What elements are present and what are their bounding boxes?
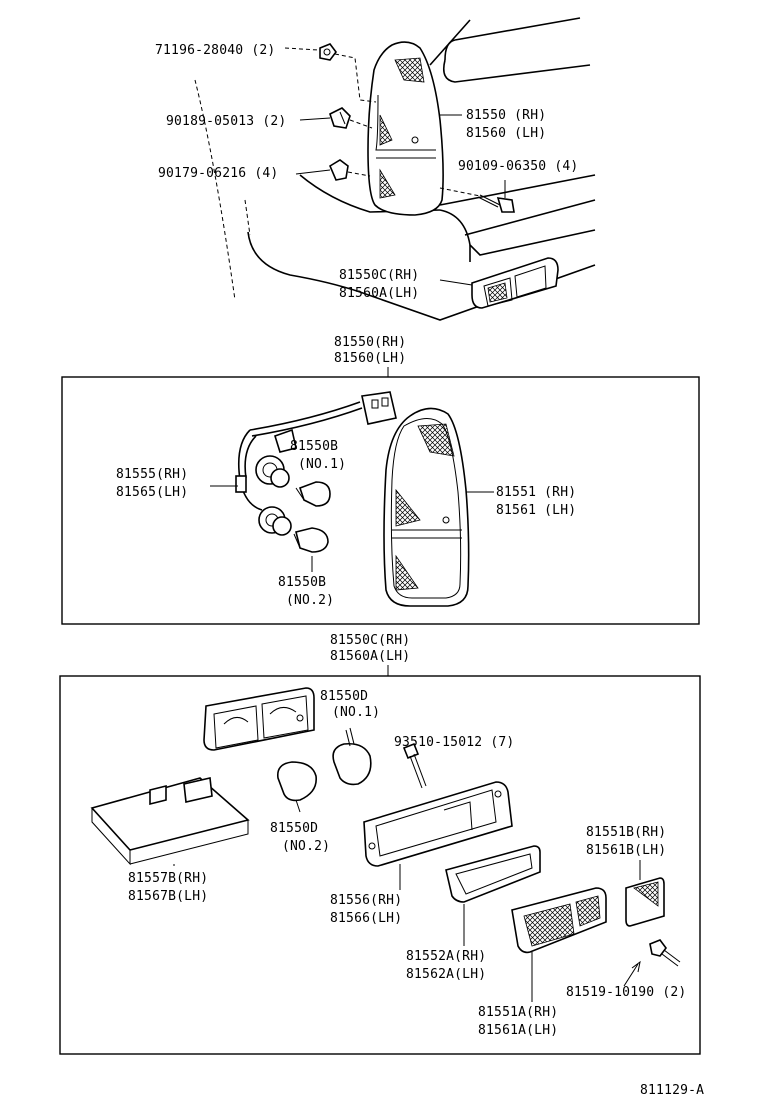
lens-81551b (625, 877, 665, 927)
tail-lamp-detail-box (61, 376, 700, 625)
bracket-81557b (90, 777, 250, 866)
callout-seal-rh: 81552A(RH) (406, 949, 486, 964)
side-marker-detail-box (59, 675, 701, 1055)
nut-71196-icon (319, 43, 337, 61)
callout-box2-rh: 81550C(RH) (330, 633, 410, 648)
seal-81552a (445, 845, 541, 903)
callout-bulb2-part: 81550B (278, 575, 326, 590)
screw-93510-icon (402, 742, 427, 789)
screw-81519-icon (649, 939, 681, 967)
vehicle-rear-body (194, 17, 596, 321)
callout-bracket-rh: 81557B(RH) (128, 871, 208, 886)
bulb-81550d-no2-icon (276, 761, 317, 813)
callout-bulbd1-part: 81550D (320, 689, 368, 704)
callout-bulb1-part: 81550B (290, 439, 338, 454)
callout-lamp-lh-top: 81560 (LH) (466, 126, 546, 141)
clip-90189-icon (329, 107, 351, 129)
callout-socket-lh: 81565(LH) (116, 485, 188, 500)
callout-seal-lh: 81562A(LH) (406, 967, 486, 982)
callout-lensb-rh: 81551B(RH) (586, 825, 666, 840)
callout-90109: 90109-06350 (4) (458, 159, 578, 174)
callout-box1-lh: 81560(LH) (334, 351, 406, 366)
callout-81519: 81519-10190 (2) (566, 985, 686, 1000)
callout-lens-rh: 81551 (RH) (496, 485, 576, 500)
callout-box2-lh: 81560A(LH) (330, 649, 410, 664)
socket-wiring-harness (235, 391, 397, 536)
bulb-81550d-no1-icon (332, 727, 372, 786)
callout-gasket-lh: 81566(LH) (330, 911, 402, 926)
figure-number: 811129-A (640, 1083, 704, 1098)
lens-81551a (511, 887, 607, 954)
callout-lens-lh: 81561 (LH) (496, 503, 576, 518)
nut-90179-icon (328, 159, 349, 181)
callout-lensa-rh: 81551A(RH) (478, 1005, 558, 1020)
callout-bulb1-no: (NO.1) (298, 457, 346, 472)
side-marker-socket-housing (203, 687, 315, 751)
callout-bracket-lh: 81567B(LH) (128, 889, 208, 904)
bulb-81550b-no1-icon (295, 481, 331, 507)
callout-90189: 90189-05013 (2) (166, 114, 286, 129)
callout-side-rh-top: 81550C(RH) (339, 268, 419, 283)
callout-side-lh-top: 81560A(LH) (339, 286, 419, 301)
callout-93510: 93510-15012 (7) (394, 735, 514, 750)
bulb-81550b-no2-icon (293, 527, 329, 553)
callout-90179: 90179-06216 (4) (158, 166, 278, 181)
callout-lensb-lh: 81561B(LH) (586, 843, 666, 858)
gasket-81556 (363, 781, 513, 867)
callout-lensa-lh: 81561A(LH) (478, 1023, 558, 1038)
callout-71196: 71196-28040 (2) (155, 43, 275, 58)
callout-bulb2-no: (NO.2) (286, 593, 334, 608)
side-marker-lamp-top (471, 257, 559, 309)
callout-bulbd2-no: (NO.2) (282, 839, 330, 854)
tail-lamp-assembly-top (367, 41, 444, 216)
screw-90109-icon (477, 194, 515, 213)
callout-gasket-rh: 81556(RH) (330, 893, 402, 908)
callout-bulbd2-part: 81550D (270, 821, 318, 836)
callout-box1-rh: 81550(RH) (334, 335, 406, 350)
callout-socket-rh: 81555(RH) (116, 467, 188, 482)
callout-lamp-rh-top: 81550 (RH) (466, 108, 546, 123)
callout-bulbd1-no: (NO.1) (332, 705, 380, 720)
tail-lamp-lens (383, 407, 470, 607)
